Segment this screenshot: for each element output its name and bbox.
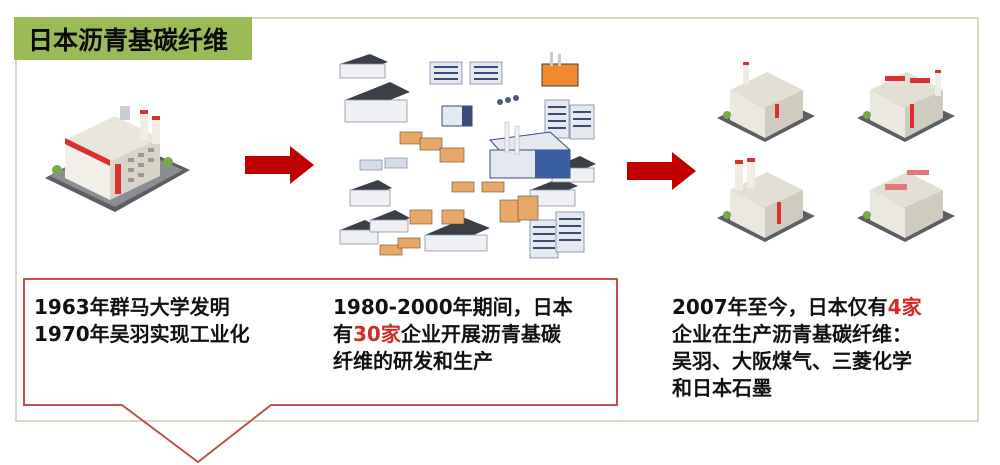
stage-2-line-2: 有30家企业开展沥青基碳 (333, 321, 573, 348)
page-title: 日本沥青基碳纤维 (14, 17, 252, 60)
stage-2-line-1: 1980-2000年期间，日本 (333, 295, 573, 319)
outer-frame (15, 17, 979, 422)
stage-1-text: 1963年群马大学发明 1970年吴羽实现工业化 (34, 294, 250, 348)
stage-2-text: 1980-2000年期间，日本 有30家企业开展沥青基碳 纤维的研发和生产 (333, 294, 573, 375)
arrow-right-icon (245, 146, 314, 184)
stage-3-line-1: 2007年至今，日本仅有4家 (672, 294, 922, 321)
stage-1-line-2: 1970年吴羽实现工业化 (34, 322, 250, 346)
company-count-highlight: 30家 (353, 322, 401, 346)
four-factories-illustration (717, 62, 955, 242)
many-factories-illustration (339, 52, 596, 259)
company-count-highlight: 4家 (887, 295, 922, 319)
stage-3-line-1-prefix: 2007年至今，日本仅有 (672, 295, 888, 319)
stage-2-line-2-prefix: 有 (333, 322, 353, 346)
stage-3-line-2: 企业在生产沥青基碳纤维： (672, 322, 912, 346)
stage-3-text: 2007年至今，日本仅有4家 企业在生产沥青基碳纤维： 吴羽、大阪煤气、三菱化学… (672, 294, 922, 402)
arrow-right-icon (627, 152, 696, 190)
single-factory-illustration (45, 106, 190, 212)
stage-1-line-1: 1963年群马大学发明 (34, 295, 230, 319)
stage-3-line-3: 吴羽、大阪煤气、三菱化学 (672, 349, 912, 373)
stage-2-line-3: 纤维的研发和生产 (333, 349, 493, 373)
stage-3-line-4: 和日本石墨 (672, 376, 772, 400)
stage-2-line-2-suffix: 企业开展沥青基碳 (400, 322, 561, 346)
